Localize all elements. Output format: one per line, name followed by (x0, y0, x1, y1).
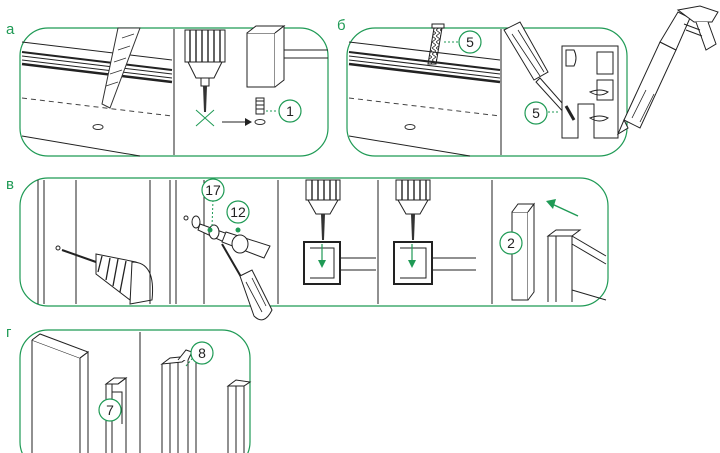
anchor-parts-icon (183, 215, 271, 259)
callout-12: 12 (230, 204, 246, 220)
callout-5a: 5 (466, 34, 474, 50)
wall-profile-assembled (160, 349, 197, 453)
panel-label-v: в (6, 176, 14, 193)
drill-chuck-icon (184, 29, 226, 127)
callout-7: 7 (106, 402, 114, 418)
dowel-icon (254, 97, 266, 125)
panel-label-a: а (6, 21, 15, 38)
glass-panel (31, 333, 90, 453)
screwdriver-icon (503, 21, 571, 116)
drill-bit-icon (101, 27, 141, 109)
screw-icon (427, 23, 445, 65)
callout-17: 17 (205, 182, 221, 198)
callout-1: 1 (286, 103, 294, 119)
callout-circle (458, 30, 482, 54)
panel-label-g: г (6, 324, 12, 341)
screwdriver-icon (221, 243, 273, 321)
hammer-icon (246, 24, 328, 88)
drill-chuck-icon (305, 179, 341, 240)
panel-g: 7 8 (19, 329, 252, 453)
callout-5b: 5 (532, 105, 540, 121)
callout-circle (98, 398, 122, 422)
callout-circle (201, 178, 225, 202)
panel-b: 5 5 (346, 5, 719, 157)
wall-profile-section (561, 45, 619, 139)
callout-circle (278, 99, 302, 123)
glass-panel (226, 379, 252, 453)
panel-v: 17 12 (19, 177, 609, 321)
profile-cross-section (303, 241, 376, 285)
drill-chuck-icon (395, 179, 431, 240)
profile-cross-section (393, 241, 476, 285)
callout-8: 8 (198, 345, 206, 361)
drill-icon (61, 249, 154, 305)
callout-circle (190, 341, 214, 365)
callout-circle (226, 200, 250, 224)
callout-2: 2 (507, 235, 515, 251)
callout-circle (524, 101, 548, 125)
panel-a: 1 (19, 24, 329, 157)
silicone-gun-icon (616, 5, 719, 136)
sliding-profile (511, 202, 607, 302)
panel-label-b: б (337, 17, 346, 34)
callout-circle (499, 231, 523, 255)
